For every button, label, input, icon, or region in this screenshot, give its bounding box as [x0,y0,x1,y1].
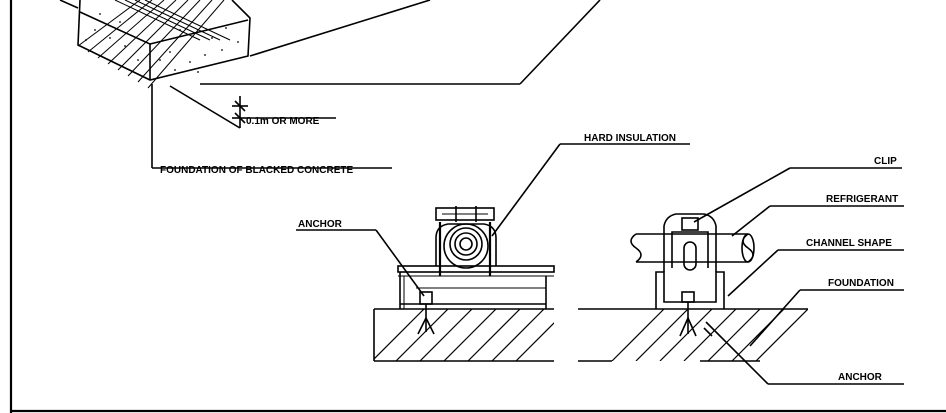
anchor-left-label: ANCHOR [298,219,343,230]
pipe-clip [663,213,717,272]
clip-label: CLIP [874,156,897,167]
foundation-label: FOUNDATION [828,278,894,289]
right-support-detail [578,213,808,362]
channel-shape-label: CHANNEL SHAPE [806,238,892,249]
right-ground-hatch [611,309,808,361]
clearance-label: 0.1m OR MORE [246,116,320,127]
channel-shape-leader [727,249,904,297]
rebar-bundle [77,0,231,89]
clearance-dimension [232,96,336,128]
foundation-leader [749,289,904,347]
anchor-left-leader [296,229,425,297]
foundation-concrete-label: FOUNDATION OF BLACKED CONCRETE [160,165,353,176]
foundation-concrete-leader [151,84,392,169]
drawing-frame [9,0,946,413]
insulated-pipe [435,206,497,276]
channel [655,271,725,309]
hard-insulation-label: HARD INSULATION [584,133,676,144]
refrigerant-label: REFRIGERANT [826,194,898,205]
anchor-right-label: ANCHOR [838,372,883,383]
left-support-detail [373,206,555,362]
refrigerant-pipe [630,233,755,263]
hard-insulation-leader [491,143,690,237]
refrigerant-leader [731,205,904,237]
clip-leader [693,167,902,223]
left-ground-hatch [374,309,554,361]
right-anchor-bolt [679,291,697,337]
h-beam [397,265,555,309]
anchor-right-leader [705,321,904,385]
left-anchor-bolt [417,291,435,335]
concrete-slab [59,0,601,129]
